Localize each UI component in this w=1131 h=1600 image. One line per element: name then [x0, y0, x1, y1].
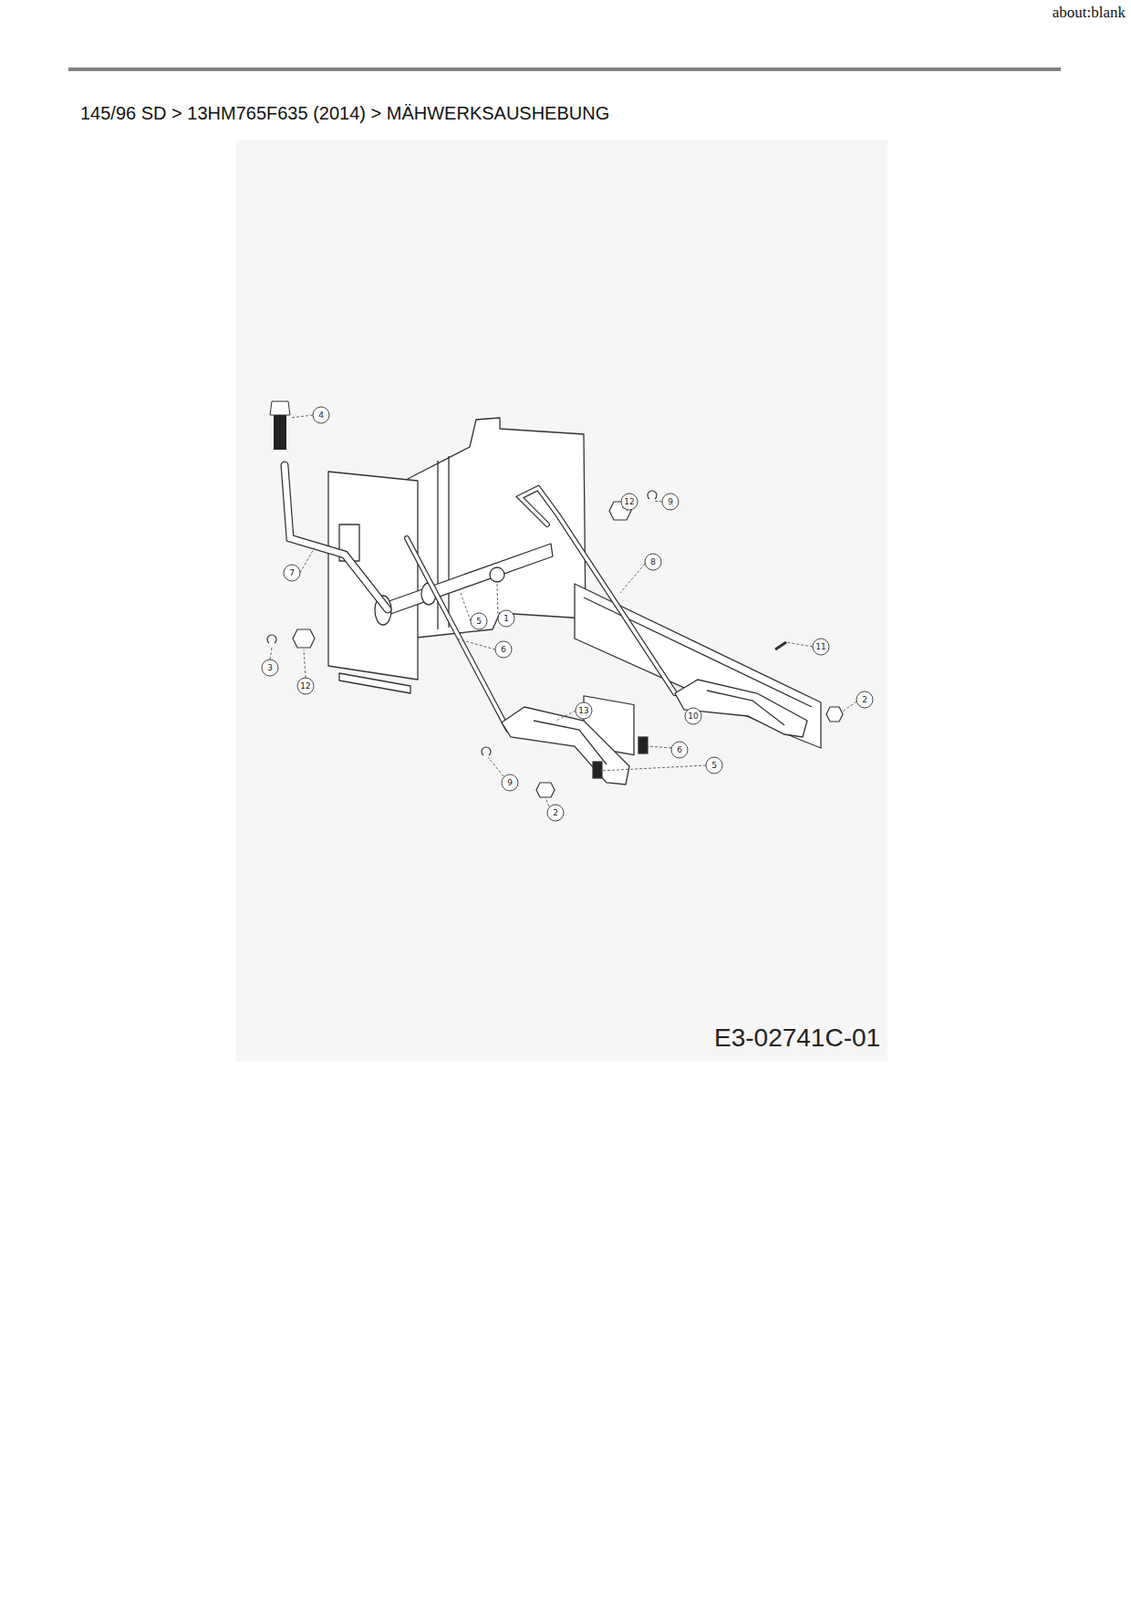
illustration-ground	[236, 140, 888, 1062]
header-rule	[68, 67, 1061, 72]
lift-plates	[501, 679, 808, 785]
callout-number: 11	[815, 643, 826, 652]
callout-number: 8	[650, 558, 656, 567]
callout-circle	[297, 677, 314, 695]
callout-circle	[671, 741, 688, 758]
lift-rods	[406, 487, 675, 730]
callout-number: 9	[507, 778, 513, 788]
callout-number: 7	[289, 569, 295, 578]
callout-circle	[547, 804, 564, 821]
callout-circle	[684, 707, 702, 725]
callout-number: 3	[267, 664, 273, 673]
callout-number: 10	[687, 712, 698, 721]
callout-number: 6	[500, 645, 507, 654]
callout-circle	[470, 612, 488, 630]
callout-number: 12	[300, 682, 311, 691]
callout-number: 4	[318, 411, 324, 420]
callout-circle	[644, 553, 662, 571]
callout-circle	[312, 406, 330, 424]
callout-circle	[261, 659, 279, 676]
callout-number: 1	[503, 614, 509, 623]
drawing-number: E3-02741C-01	[714, 1023, 881, 1053]
leader-lines	[269, 415, 857, 807]
callout-circle	[705, 757, 723, 774]
callout-circle	[856, 691, 873, 708]
callout-number: 5	[711, 761, 717, 770]
callout-circles	[261, 406, 873, 821]
callout-circle	[812, 638, 830, 655]
lift-handle	[284, 465, 388, 610]
callout-circle	[501, 774, 519, 791]
callout-number: 12	[623, 498, 634, 507]
bolt	[269, 401, 291, 450]
callout-circle	[662, 493, 679, 510]
browser-url: about:blank	[1052, 3, 1126, 22]
hardware	[267, 490, 843, 798]
callout-circle	[575, 702, 592, 719]
callout-circle	[495, 641, 512, 658]
callout-circle	[621, 493, 638, 510]
callout-number: 13	[578, 706, 589, 716]
callout-number: 2	[552, 809, 559, 818]
callout-number: 6	[676, 746, 683, 755]
callout-circle	[498, 610, 515, 627]
callout-number: 5	[476, 617, 482, 626]
frame	[328, 417, 821, 756]
callout-circle	[283, 564, 301, 582]
breadcrumb-title: 145/96 SD > 13HM765F635 (2014) > MÄHWERK…	[80, 103, 610, 125]
callout-number: 9	[667, 498, 674, 507]
callout-number: 2	[861, 695, 868, 705]
